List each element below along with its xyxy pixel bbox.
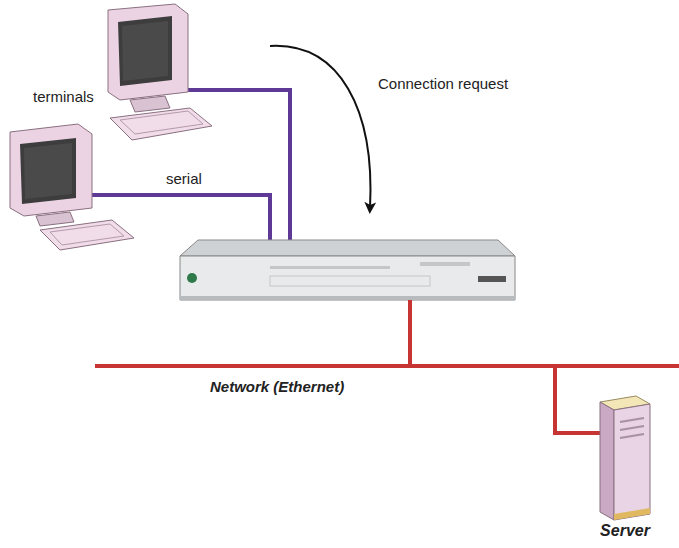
server-node: Server [580, 392, 670, 544]
request-label: Connection request [378, 75, 508, 92]
server-tower [580, 392, 670, 544]
network-label: Network (Ethernet) [210, 378, 344, 395]
terminals-label: terminals [33, 88, 94, 105]
serial-wire [185, 90, 290, 240]
terminal-computer [10, 124, 134, 250]
request-arrow [270, 46, 370, 208]
server-label: Server [580, 522, 670, 540]
serial-label: serial [166, 170, 202, 187]
ethernet-wire [408, 300, 412, 366]
terminal-computer [108, 4, 212, 140]
ethernet-wire [555, 366, 600, 433]
ethernet-bus [95, 364, 679, 368]
device-server [180, 240, 515, 300]
